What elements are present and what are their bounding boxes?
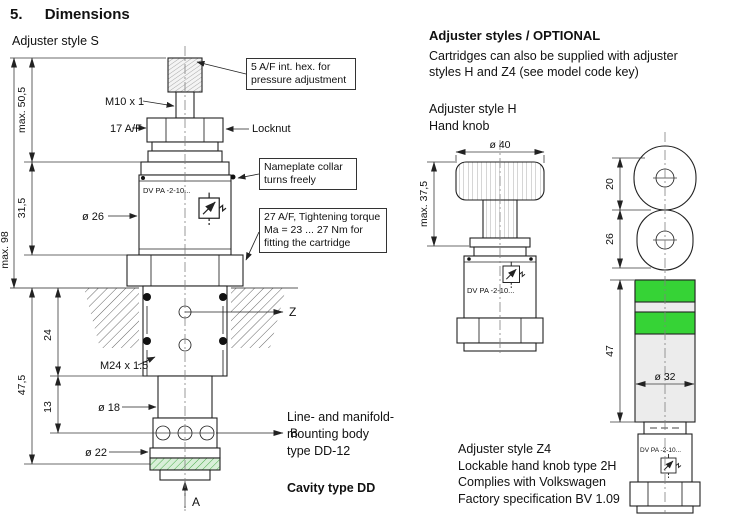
- hand-knob-h-drawing: ø 40 max. 37,5 DV PA -2-10...: [418, 139, 545, 356]
- z4-note-line4: Factory specification BV 1.09: [458, 491, 620, 506]
- adjuster-style-h-label: Adjuster style H: [429, 102, 517, 116]
- o-ring: [143, 293, 151, 301]
- page-title: 5. Dimensions: [10, 6, 130, 23]
- label-dia22: ø 22: [85, 447, 107, 459]
- z4-note-line3: Complies with Volkswagen: [458, 475, 606, 489]
- section-title: Dimensions: [44, 6, 130, 23]
- z4-knob-drawing: 20 26 47 ø 32 DV PA -2-10...: [604, 132, 701, 514]
- adjuster-style-s-label: Adjuster style S: [12, 34, 99, 48]
- nameplate-text-z4: DV PA -2-10...: [640, 447, 681, 454]
- label-m10: M10 x 1: [105, 96, 144, 108]
- mounting-body-note-line2: mounting body: [287, 427, 370, 441]
- manifold-hatch-right: [231, 288, 286, 348]
- cavity-type-note: Cavity type DD: [287, 481, 376, 495]
- optional-desc-line2: styles H and Z4 (see model code key): [429, 65, 639, 79]
- manifold-hatch-left: [84, 288, 139, 348]
- dim-max-50-5: max. 50,5: [16, 87, 28, 133]
- mounting-body-note-line3: type DD-12: [287, 444, 351, 458]
- dim-24: 24: [42, 329, 54, 341]
- o-ring: [219, 293, 227, 301]
- port-a-label: A: [192, 495, 200, 509]
- optional-desc-line1: Cartridges can also be supplied with adj…: [429, 49, 678, 63]
- port-b-label: B: [290, 426, 298, 440]
- callout-nameplate-collar: Nameplate collar turns freely: [259, 158, 357, 191]
- z4-note-line2: Lockable hand knob type 2H: [458, 458, 617, 473]
- nameplate-text: DV PA -2-10...: [143, 186, 190, 195]
- mounting-body-note-line1: Line- and manifold-: [287, 410, 395, 424]
- label-dia18: ø 18: [98, 402, 120, 414]
- dim-47-5: 47,5: [16, 375, 28, 396]
- nameplate-text-h: DV PA -2-10...: [467, 286, 514, 295]
- z4-note: Adjuster style Z4 Lockable hand knob typ…: [458, 441, 620, 507]
- z4-note-line1: Adjuster style Z4: [458, 442, 552, 456]
- optional-heading: Adjuster styles / OPTIONAL: [429, 28, 601, 43]
- dim-31-5: 31,5: [16, 198, 28, 219]
- label-17af: 17 A/F: [110, 123, 142, 135]
- section-number: 5.: [10, 6, 23, 23]
- dim-13: 13: [42, 401, 54, 413]
- port-z-label: Z: [289, 305, 296, 319]
- label-m24: M24 x 1.5: [100, 360, 148, 372]
- dim-max-37-5: max. 37,5: [418, 181, 430, 227]
- dim-dia32: ø 32: [654, 371, 675, 383]
- dim-26: 26: [604, 233, 616, 245]
- dim-max-98: max. 98: [0, 231, 11, 269]
- o-ring: [219, 337, 227, 345]
- nameplate-rivet: [230, 174, 236, 180]
- dim-47: 47: [604, 345, 616, 357]
- label-dia26: ø 26: [82, 211, 104, 223]
- dim-dia40: ø 40: [489, 139, 510, 151]
- o-ring: [143, 337, 151, 345]
- cartridge-style-s-drawing: M10 x 1 17 A/F Locknut ø 26 M24 x 1.5 ø …: [0, 46, 298, 512]
- dim-20: 20: [604, 178, 616, 190]
- mounting-body-note: Line- and manifold- mounting body type D…: [287, 409, 394, 460]
- label-locknut: Locknut: [252, 123, 291, 135]
- hand-knob-label: Hand knob: [429, 119, 490, 133]
- callout-pressure-adjustment: 5 A/F int. hex. for pressure adjustment: [246, 58, 356, 91]
- callout-tightening-torque: 27 A/F, Tightening torque Ma = 23 ... 27…: [259, 208, 387, 254]
